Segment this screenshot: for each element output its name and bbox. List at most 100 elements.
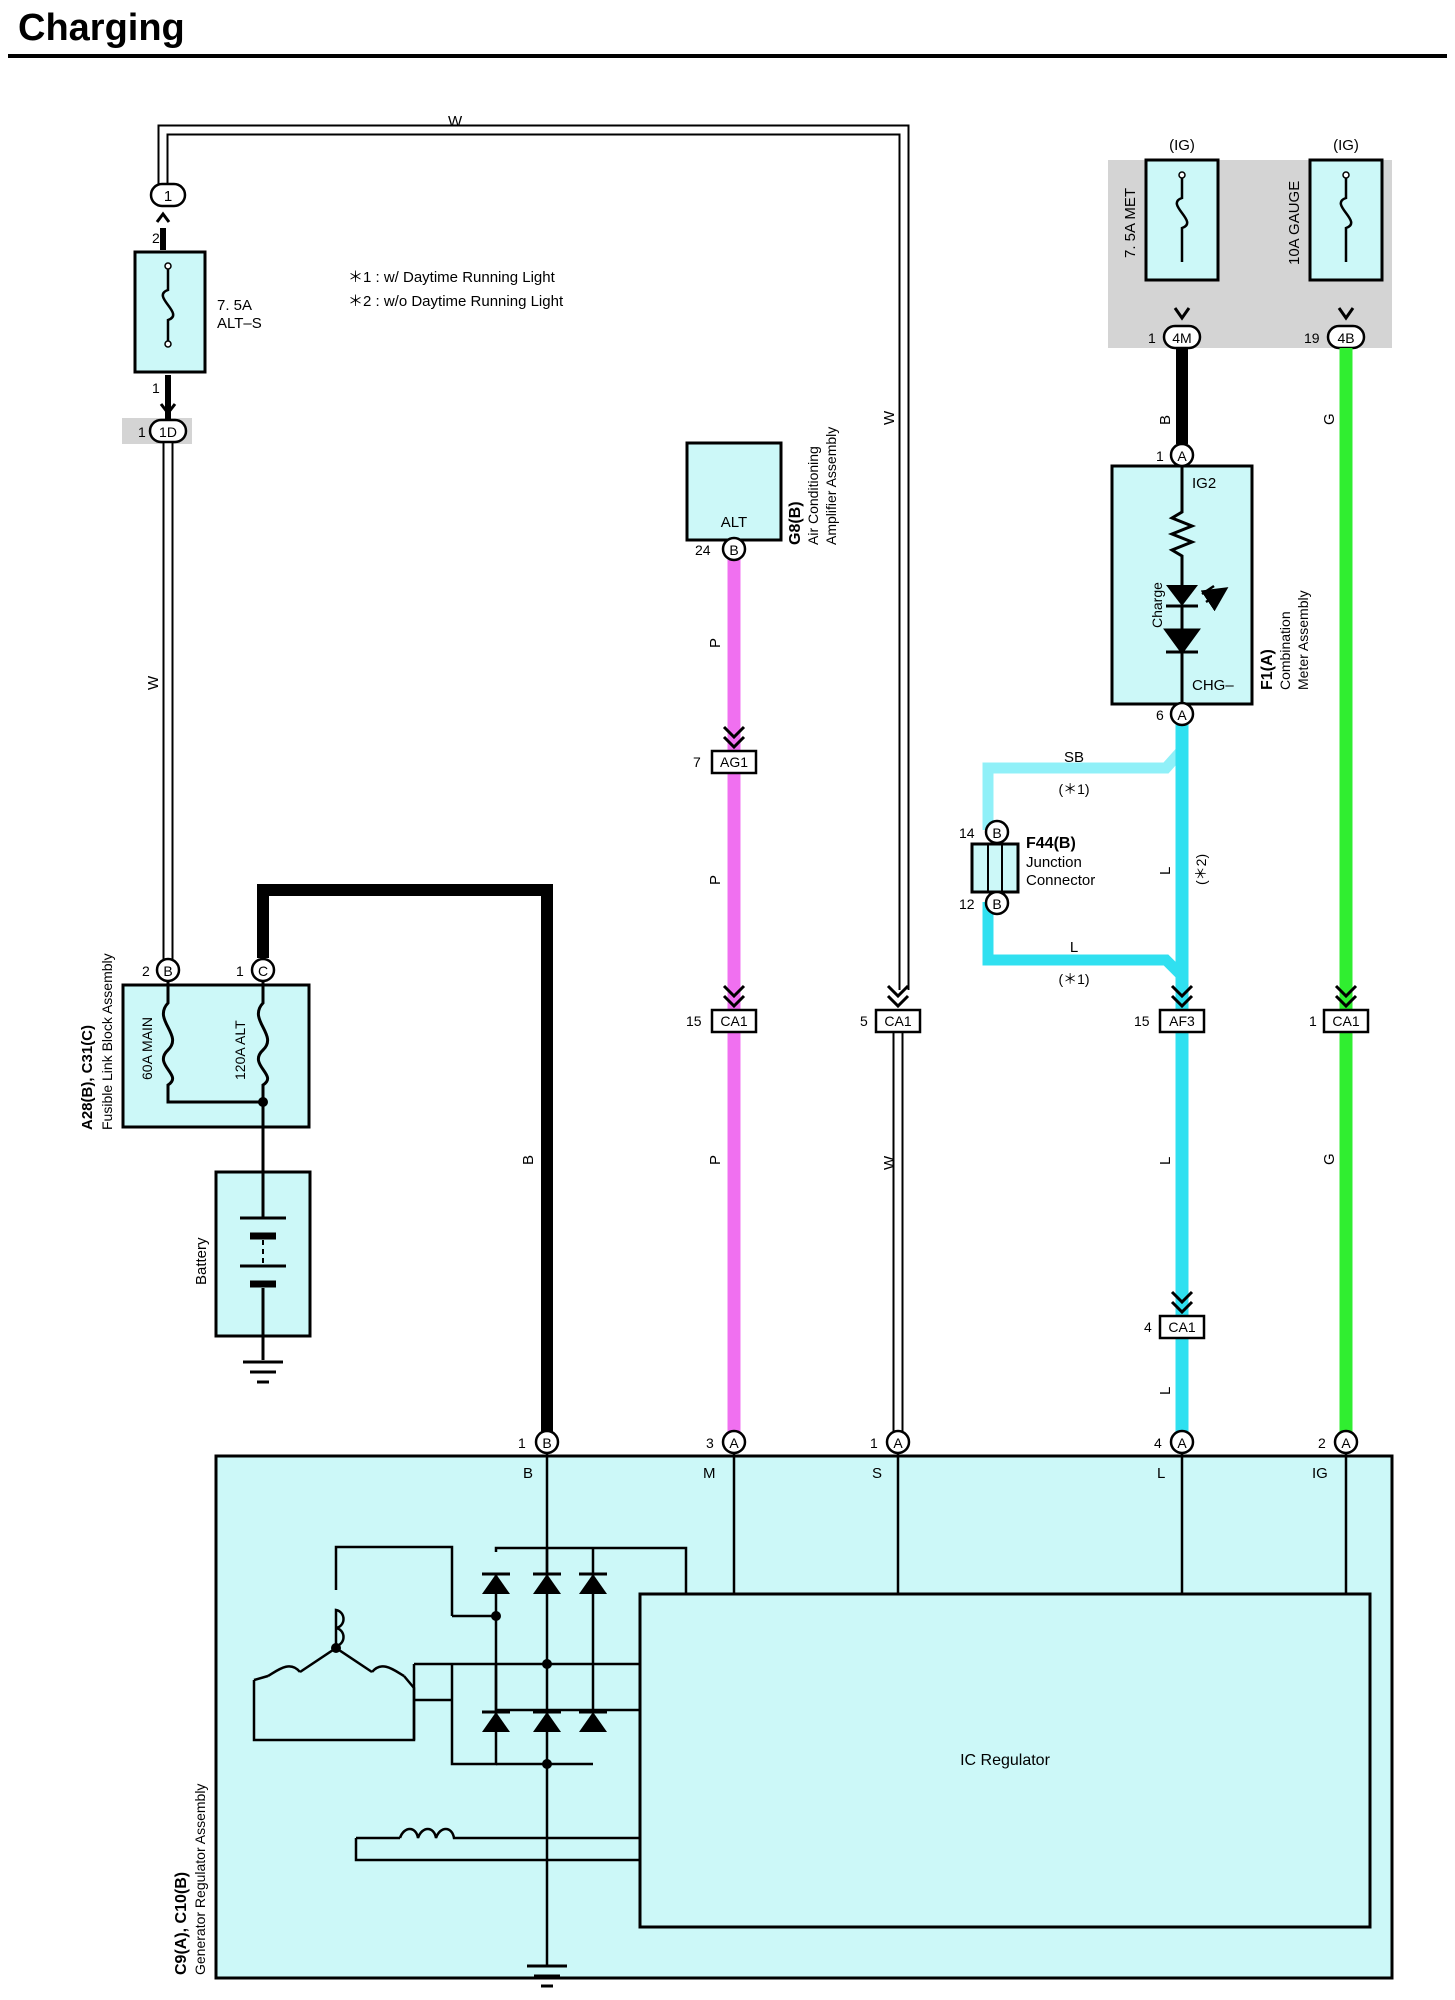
svg-text:S: S xyxy=(872,1465,882,1482)
terminal-l: A 4 L xyxy=(1154,1429,1195,1482)
svg-text:A: A xyxy=(1341,1435,1351,1451)
pin-label: 15 xyxy=(1134,1013,1150,1029)
chevron-down-icon xyxy=(886,984,910,1009)
wire-l-branch xyxy=(982,902,1186,980)
junction-name-1: Junction xyxy=(1026,854,1082,871)
connector-ca1 xyxy=(1322,1008,1370,1034)
charge-lamp-label: Charge xyxy=(1149,582,1165,628)
pin-b-label: B xyxy=(729,542,738,558)
ac-amp-name-2: Amplifier Assembly xyxy=(823,427,839,545)
fuse-alt-s-rating: 7. 5A xyxy=(217,297,252,314)
meter-terminal-chg: CHG– xyxy=(1192,677,1234,694)
wire-label-w: W xyxy=(881,1155,898,1170)
ground-icon xyxy=(527,1964,567,1988)
ground-icon xyxy=(243,1360,283,1384)
wire-label-w: W xyxy=(448,113,463,130)
wire-label-w: W xyxy=(881,410,898,425)
wire-sb xyxy=(982,724,1188,830)
ac-amplifier-box xyxy=(685,441,783,542)
wire-label-g: G xyxy=(1321,1153,1338,1165)
pin-a-label: A xyxy=(1177,448,1187,464)
svg-text:A: A xyxy=(893,1435,903,1451)
wire-label-b: B xyxy=(1157,415,1174,425)
wire-label-l: L xyxy=(1157,1387,1174,1395)
fuse-alt-s-name: ALT–S xyxy=(217,315,262,332)
note-1: ＊1 : w/ Daytime Running Light xyxy=(348,269,556,286)
junction-name-2: Connector xyxy=(1026,872,1095,889)
wire-label-sb: SB xyxy=(1064,749,1084,766)
connector-ca1-label: CA1 xyxy=(884,1013,911,1029)
pin-label: 5 xyxy=(860,1013,868,1029)
wire-label-p: P xyxy=(707,875,724,885)
ac-amp-id: G8(B) xyxy=(787,501,804,545)
combo-meter-name-1: Combination xyxy=(1277,611,1293,690)
ic-regulator-label: IC Regulator xyxy=(960,1752,1050,1769)
pin-label: 4 xyxy=(1144,1319,1152,1335)
svg-text:1: 1 xyxy=(870,1435,878,1451)
wire-label-p: P xyxy=(707,638,724,648)
connector-ca1-label: CA1 xyxy=(1168,1319,1195,1335)
svg-text:A: A xyxy=(1177,1435,1187,1451)
terminal-s: A 1 S xyxy=(870,1429,911,1482)
connector-af3 xyxy=(1158,1008,1206,1034)
pin-label: 2 xyxy=(142,963,150,979)
ac-amp-terminal: ALT xyxy=(721,514,747,531)
fuse-gauge-label: 10A GAUGE xyxy=(1286,181,1303,265)
wire-label-l: L xyxy=(1157,867,1174,875)
note-2: ＊2 : w/o Daytime Running Light xyxy=(348,293,564,310)
junction-id: F44(B) xyxy=(1026,835,1076,852)
charge-lamp-led-icon xyxy=(1166,585,1198,606)
pin-b-label: B xyxy=(163,963,172,979)
resistor-icon xyxy=(1167,466,1197,585)
connector-ca1-label: CA1 xyxy=(720,1013,747,1029)
generator-name: Generator Regulator Assembly xyxy=(192,1784,208,1975)
wire-label-l: L xyxy=(1157,1157,1174,1165)
pin-label: 1 xyxy=(138,424,146,440)
fuse-alt-icon xyxy=(256,981,270,1170)
pin-a-label: A xyxy=(1177,707,1187,723)
wire-label-p: P xyxy=(707,1155,724,1165)
svg-text:A: A xyxy=(729,1435,739,1451)
arrow-down-icon xyxy=(1173,307,1191,321)
pin-b-label: B xyxy=(992,896,1001,912)
svg-text:IG: IG xyxy=(1312,1465,1328,1482)
arrow-down-icon xyxy=(1337,307,1355,321)
pin-label: 19 xyxy=(1304,330,1320,346)
connector-4m-label: 4M xyxy=(1172,330,1191,346)
svg-text:1: 1 xyxy=(518,1435,526,1451)
arrow-down-icon xyxy=(159,403,177,416)
pin-label: 1 xyxy=(236,963,244,979)
ic-regulator-box xyxy=(638,1592,1372,1929)
fuse-icon xyxy=(1175,175,1189,262)
connector-ag1-label: AG1 xyxy=(720,754,748,770)
fusible-block-name: Fusible Link Block Assembly xyxy=(99,953,115,1130)
pin-label: 24 xyxy=(695,542,711,558)
connector-af3-label: AF3 xyxy=(1169,1013,1195,1029)
combo-meter-id: F1(A) xyxy=(1259,649,1276,690)
ig-left: (IG) xyxy=(1169,137,1195,154)
fuse-alt-label: 120A ALT xyxy=(232,1020,248,1080)
pin-label: 15 xyxy=(686,1013,702,1029)
svg-text:M: M xyxy=(703,1465,716,1482)
terminal-ig: A 2 IG xyxy=(1312,1429,1359,1482)
page-title: Charging xyxy=(18,7,185,49)
fuse-main-icon xyxy=(161,981,263,1104)
wire-label-l: L xyxy=(1070,939,1078,956)
pin-label: 12 xyxy=(959,896,975,912)
ig-right: (IG) xyxy=(1333,137,1359,154)
svg-text:B: B xyxy=(523,1465,533,1482)
svg-text:4: 4 xyxy=(1154,1435,1162,1451)
connector-1d-label: 1D xyxy=(159,424,177,440)
connector-ca1 xyxy=(1158,1314,1206,1340)
terminal-b: B 1 B xyxy=(518,1429,560,1482)
svg-text:3: 3 xyxy=(706,1435,714,1451)
fuse-icon xyxy=(161,266,175,344)
svg-text:L: L xyxy=(1157,1465,1165,1482)
pin-label: 1 xyxy=(152,380,160,396)
pin-label: 1 xyxy=(1309,1013,1317,1029)
meter-terminal-ig2: IG2 xyxy=(1192,475,1216,492)
terminal-m: A 3 M xyxy=(703,1429,747,1482)
chevron-down-icon xyxy=(1170,1290,1194,1315)
